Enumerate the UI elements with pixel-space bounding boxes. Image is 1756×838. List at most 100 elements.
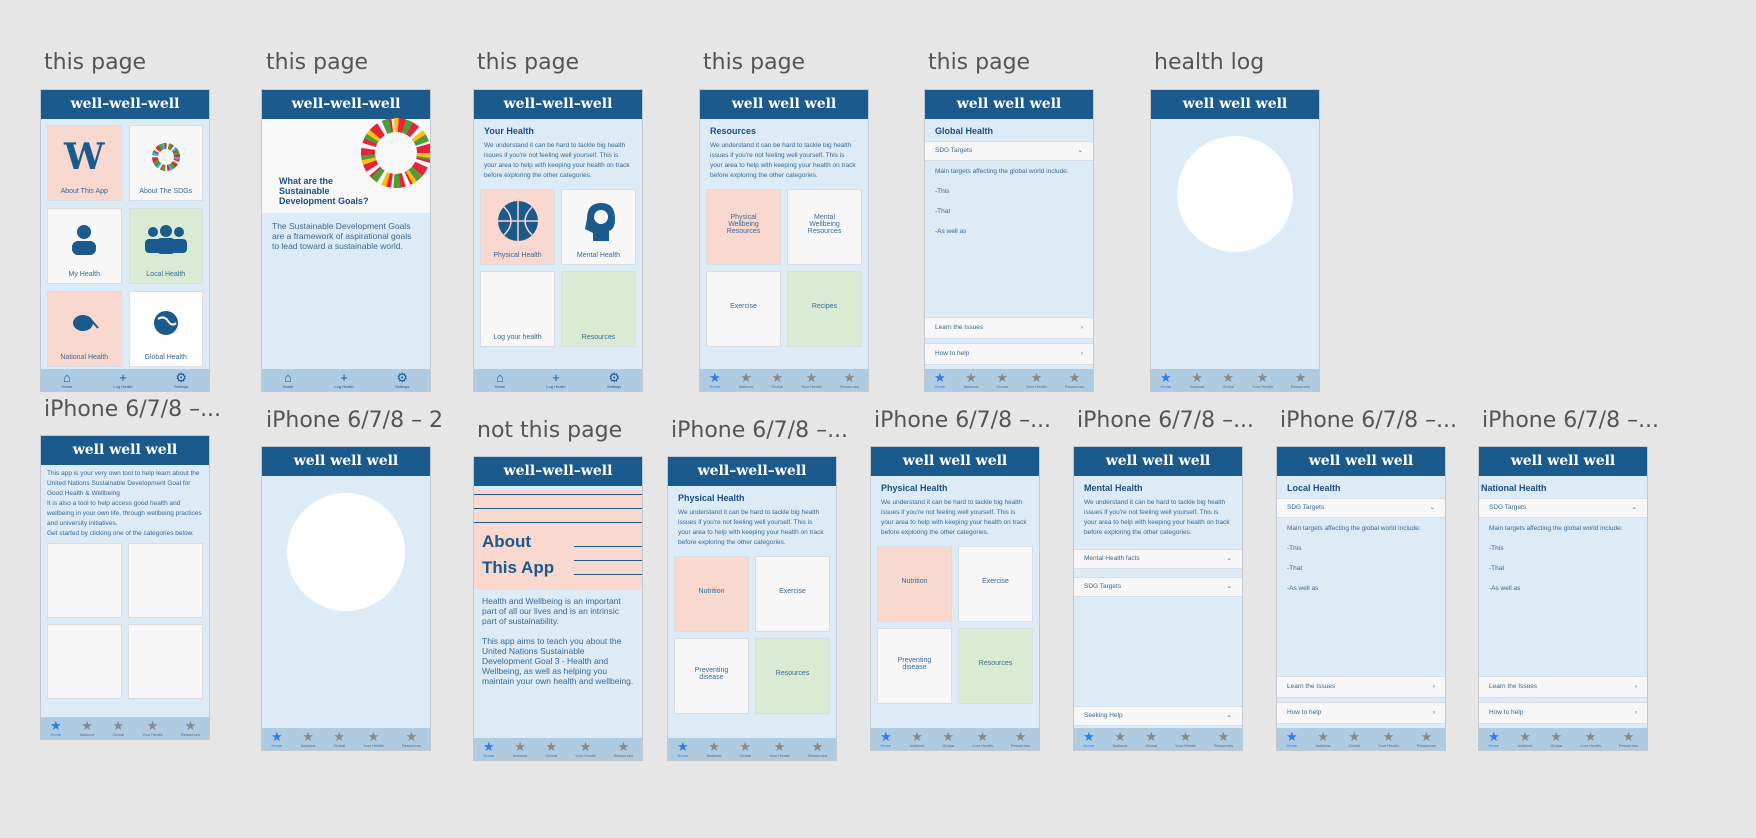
tab-home[interactable]: ★Home [1488, 729, 1500, 748]
tab-global[interactable]: ★Global [1222, 370, 1235, 389]
tab-national[interactable]: ★National [1517, 729, 1533, 748]
tab-global[interactable]: ★Global [545, 739, 558, 758]
category-tile[interactable] [128, 543, 203, 618]
tab-resources[interactable]: ★Resources [1213, 729, 1233, 748]
tab-resources[interactable]: ★Resources [1416, 729, 1436, 748]
tile-my-health[interactable]: My Health [47, 208, 122, 284]
tile-mental-resources[interactable]: Mental Wellbeing Resources [787, 189, 862, 265]
tab-global[interactable]: ★Global [739, 739, 752, 758]
tab-national[interactable]: ★National [706, 739, 722, 758]
tab-settings[interactable]: ⚙Settings [394, 370, 410, 389]
how-to-help-row[interactable]: How to help› [1277, 702, 1445, 724]
tab-resources[interactable]: ★Resources [807, 739, 827, 758]
how-to-help-row[interactable]: How to help› [1479, 702, 1647, 724]
tab-global[interactable]: ★Global [771, 370, 784, 389]
tab-resources[interactable]: ★Resources [180, 718, 200, 737]
tab-home[interactable]: ⌂Home [494, 370, 506, 389]
tile-resources[interactable]: Resources [958, 628, 1033, 704]
tab-national[interactable]: ★National [909, 729, 925, 748]
category-tile[interactable] [128, 624, 203, 699]
tab-resources[interactable]: ★Resources [1064, 370, 1084, 389]
tab-your-health[interactable]: ★Your Health [972, 729, 993, 748]
tab-resources[interactable]: ★Resources [1618, 729, 1638, 748]
learn-issues-row[interactable]: Learn the Issues› [1479, 676, 1647, 698]
tab-your-health[interactable]: ★Your Health [801, 370, 822, 389]
tile-recipes[interactable]: Recipes [787, 271, 862, 347]
tab-national[interactable]: ★National [512, 739, 528, 758]
tile-nutrition[interactable]: Nutrition [877, 546, 952, 622]
tab-resources[interactable]: ★Resources [1010, 729, 1030, 748]
tab-global[interactable]: ★Global [942, 729, 955, 748]
tab-home[interactable]: ★Home [271, 729, 283, 748]
tile-global-health[interactable]: Global Health [128, 291, 203, 367]
tile-national-health[interactable]: National Health [47, 291, 122, 367]
tab-national[interactable]: ★National [1112, 729, 1128, 748]
tile-log-health[interactable]: Log your health [480, 271, 555, 347]
tile-physical-health[interactable]: Physical Health [480, 189, 555, 265]
tab-your-health[interactable]: ★Your Health [1252, 370, 1273, 389]
tile-exercise[interactable]: Exercise [706, 271, 781, 347]
tab-global[interactable]: ★Global [333, 729, 346, 748]
tile-physical-resources[interactable]: Physical Wellbeing Resources [706, 189, 781, 265]
tab-global[interactable]: ★Global [1145, 729, 1158, 748]
tab-settings[interactable]: ⚙Settings [173, 370, 189, 389]
tab-log-health[interactable]: +Log Health [334, 370, 354, 389]
tab-home[interactable]: ★Home [1160, 370, 1172, 389]
sdg-targets-dropdown[interactable]: SDG Targets⌄ [1479, 498, 1647, 518]
tab-home[interactable]: ⌂Home [61, 370, 73, 389]
tile-preventing-disease[interactable]: Preventing disease [674, 638, 749, 714]
tab-global[interactable]: ★Global [112, 718, 125, 737]
tab-home[interactable]: ★Home [934, 370, 946, 389]
tab-home[interactable]: ★Home [677, 739, 689, 758]
tab-global[interactable]: ★Global [1348, 729, 1361, 748]
log-circle[interactable] [287, 493, 405, 611]
tab-your-health[interactable]: ★Your Health [1580, 729, 1601, 748]
tab-your-health[interactable]: ★Your Health [1175, 729, 1196, 748]
seeking-help-dropdown[interactable]: Seeking Help⌄ [1074, 706, 1242, 726]
tab-your-health[interactable]: ★Your Health [1378, 729, 1399, 748]
tab-national[interactable]: ★National [300, 729, 316, 748]
tab-your-health[interactable]: ★Your Health [142, 718, 163, 737]
how-to-help-row[interactable]: How to help› [925, 343, 1093, 365]
tab-home[interactable]: ★Home [50, 718, 62, 737]
tab-resources[interactable]: ★Resources [613, 739, 633, 758]
tile-exercise[interactable]: Exercise [755, 556, 830, 632]
tile-about-sdgs[interactable]: About The SDGs [128, 125, 203, 201]
learn-issues-row[interactable]: Learn the Issues› [925, 317, 1093, 339]
tab-national[interactable]: ★National [1189, 370, 1205, 389]
tile-exercise[interactable]: Exercise [958, 546, 1033, 622]
sdg-targets-dropdown[interactable]: SDG Targets⌄ [1277, 498, 1445, 518]
tab-resources[interactable]: ★Resources [1290, 370, 1310, 389]
tile-nutrition[interactable]: Nutrition [674, 556, 749, 632]
tab-resources[interactable]: ★Resources [401, 729, 421, 748]
log-circle[interactable] [1177, 136, 1293, 252]
tile-local-health[interactable]: Local Health [128, 208, 203, 284]
tab-national[interactable]: ★National [738, 370, 754, 389]
learn-issues-row[interactable]: Learn the Issues› [1277, 676, 1445, 698]
tile-about-app[interactable]: W About This App [47, 125, 122, 201]
sdg-targets-dropdown[interactable]: SDG Targets⌄ [925, 141, 1093, 161]
tab-settings[interactable]: ⚙Settings [606, 370, 622, 389]
tab-log-health[interactable]: +Log Health [113, 370, 133, 389]
tab-home[interactable]: ⌂Home [282, 370, 294, 389]
tab-home[interactable]: ★Home [1083, 729, 1095, 748]
tab-home[interactable]: ★Home [709, 370, 721, 389]
tile-preventing-disease[interactable]: Preventing disease [877, 628, 952, 704]
tab-your-health[interactable]: ★Your Health [363, 729, 384, 748]
category-tile[interactable] [47, 543, 122, 618]
sdg-targets-dropdown[interactable]: SDG Targets⌄ [1074, 577, 1242, 597]
tile-mental-health[interactable]: Mental Health [561, 189, 636, 265]
tab-resources[interactable]: ★Resources [839, 370, 859, 389]
tab-home[interactable]: ★Home [483, 739, 495, 758]
tab-your-health[interactable]: ★Your Health [769, 739, 790, 758]
tab-your-health[interactable]: ★Your Health [575, 739, 596, 758]
tile-resources[interactable]: Resources [755, 638, 830, 714]
tab-global[interactable]: ★Global [1550, 729, 1563, 748]
tab-home[interactable]: ★Home [880, 729, 892, 748]
tab-national[interactable]: ★National [79, 718, 95, 737]
tab-global[interactable]: ★Global [996, 370, 1009, 389]
tab-home[interactable]: ★Home [1286, 729, 1298, 748]
tab-your-health[interactable]: ★Your Health [1026, 370, 1047, 389]
mental-facts-dropdown[interactable]: Mental Health facts⌄ [1074, 549, 1242, 569]
tile-resources[interactable]: Resources [561, 271, 636, 347]
